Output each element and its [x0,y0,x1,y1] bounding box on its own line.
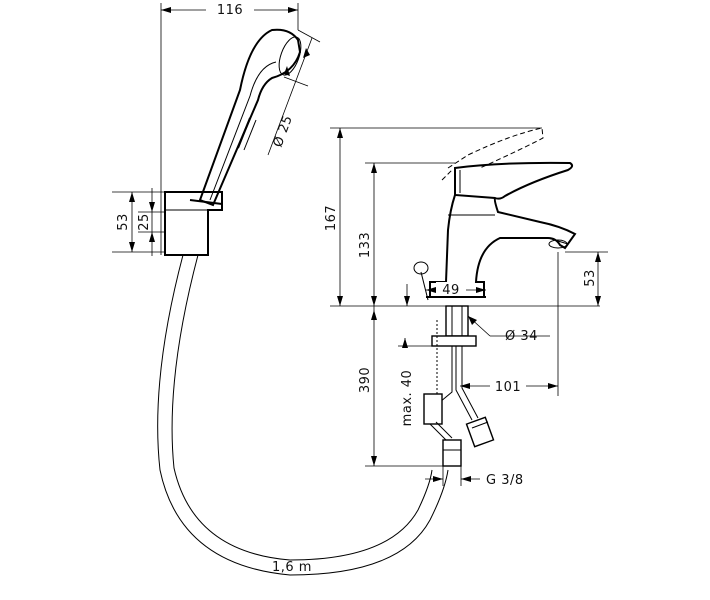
dim-49: 49 [404,282,486,306]
dim-label-holder-25: 25 [137,213,152,231]
hand-shower [198,28,302,207]
dim-label-101: 101 [495,380,521,395]
dim-label-hose-length: 1,6 m [272,560,312,575]
hose [157,254,449,576]
dim-label-g-3-8: G 3/8 [486,473,524,488]
installation-parts [423,305,495,467]
basin-mixer [330,127,600,307]
dim-label-167: 167 [324,205,339,231]
dim-101: 101 [460,252,559,396]
dim-label-max-40: max. 40 [400,370,415,427]
dim-label-spout-53: 53 [583,269,598,287]
dim-holder: 53 25 [112,188,165,256]
dim-spout-53: 53 [565,251,608,306]
dim-label-390: 390 [358,367,373,393]
dim-label-diameter-34: Ø 34 [505,329,538,344]
dim-max-40: max. 40 [398,338,432,426]
dim-label-49: 49 [442,283,460,298]
shower-holder [164,191,223,256]
dim-diameter-34: Ø 34 [467,315,550,344]
dim-label-holder-53: 53 [116,213,131,231]
dim-167: 167 [324,127,542,306]
dim-390: 390 [358,306,455,467]
dim-diameter-25: Ø 25 [267,29,321,156]
dim-label-133: 133 [358,232,373,258]
dim-label-116: 116 [217,3,243,18]
dim-116: 116 [160,1,299,255]
dim-label-diameter-25: Ø 25 [271,113,296,149]
dim-133: 133 [358,162,455,306]
dim-g-3-8: G 3/8 [425,466,524,488]
